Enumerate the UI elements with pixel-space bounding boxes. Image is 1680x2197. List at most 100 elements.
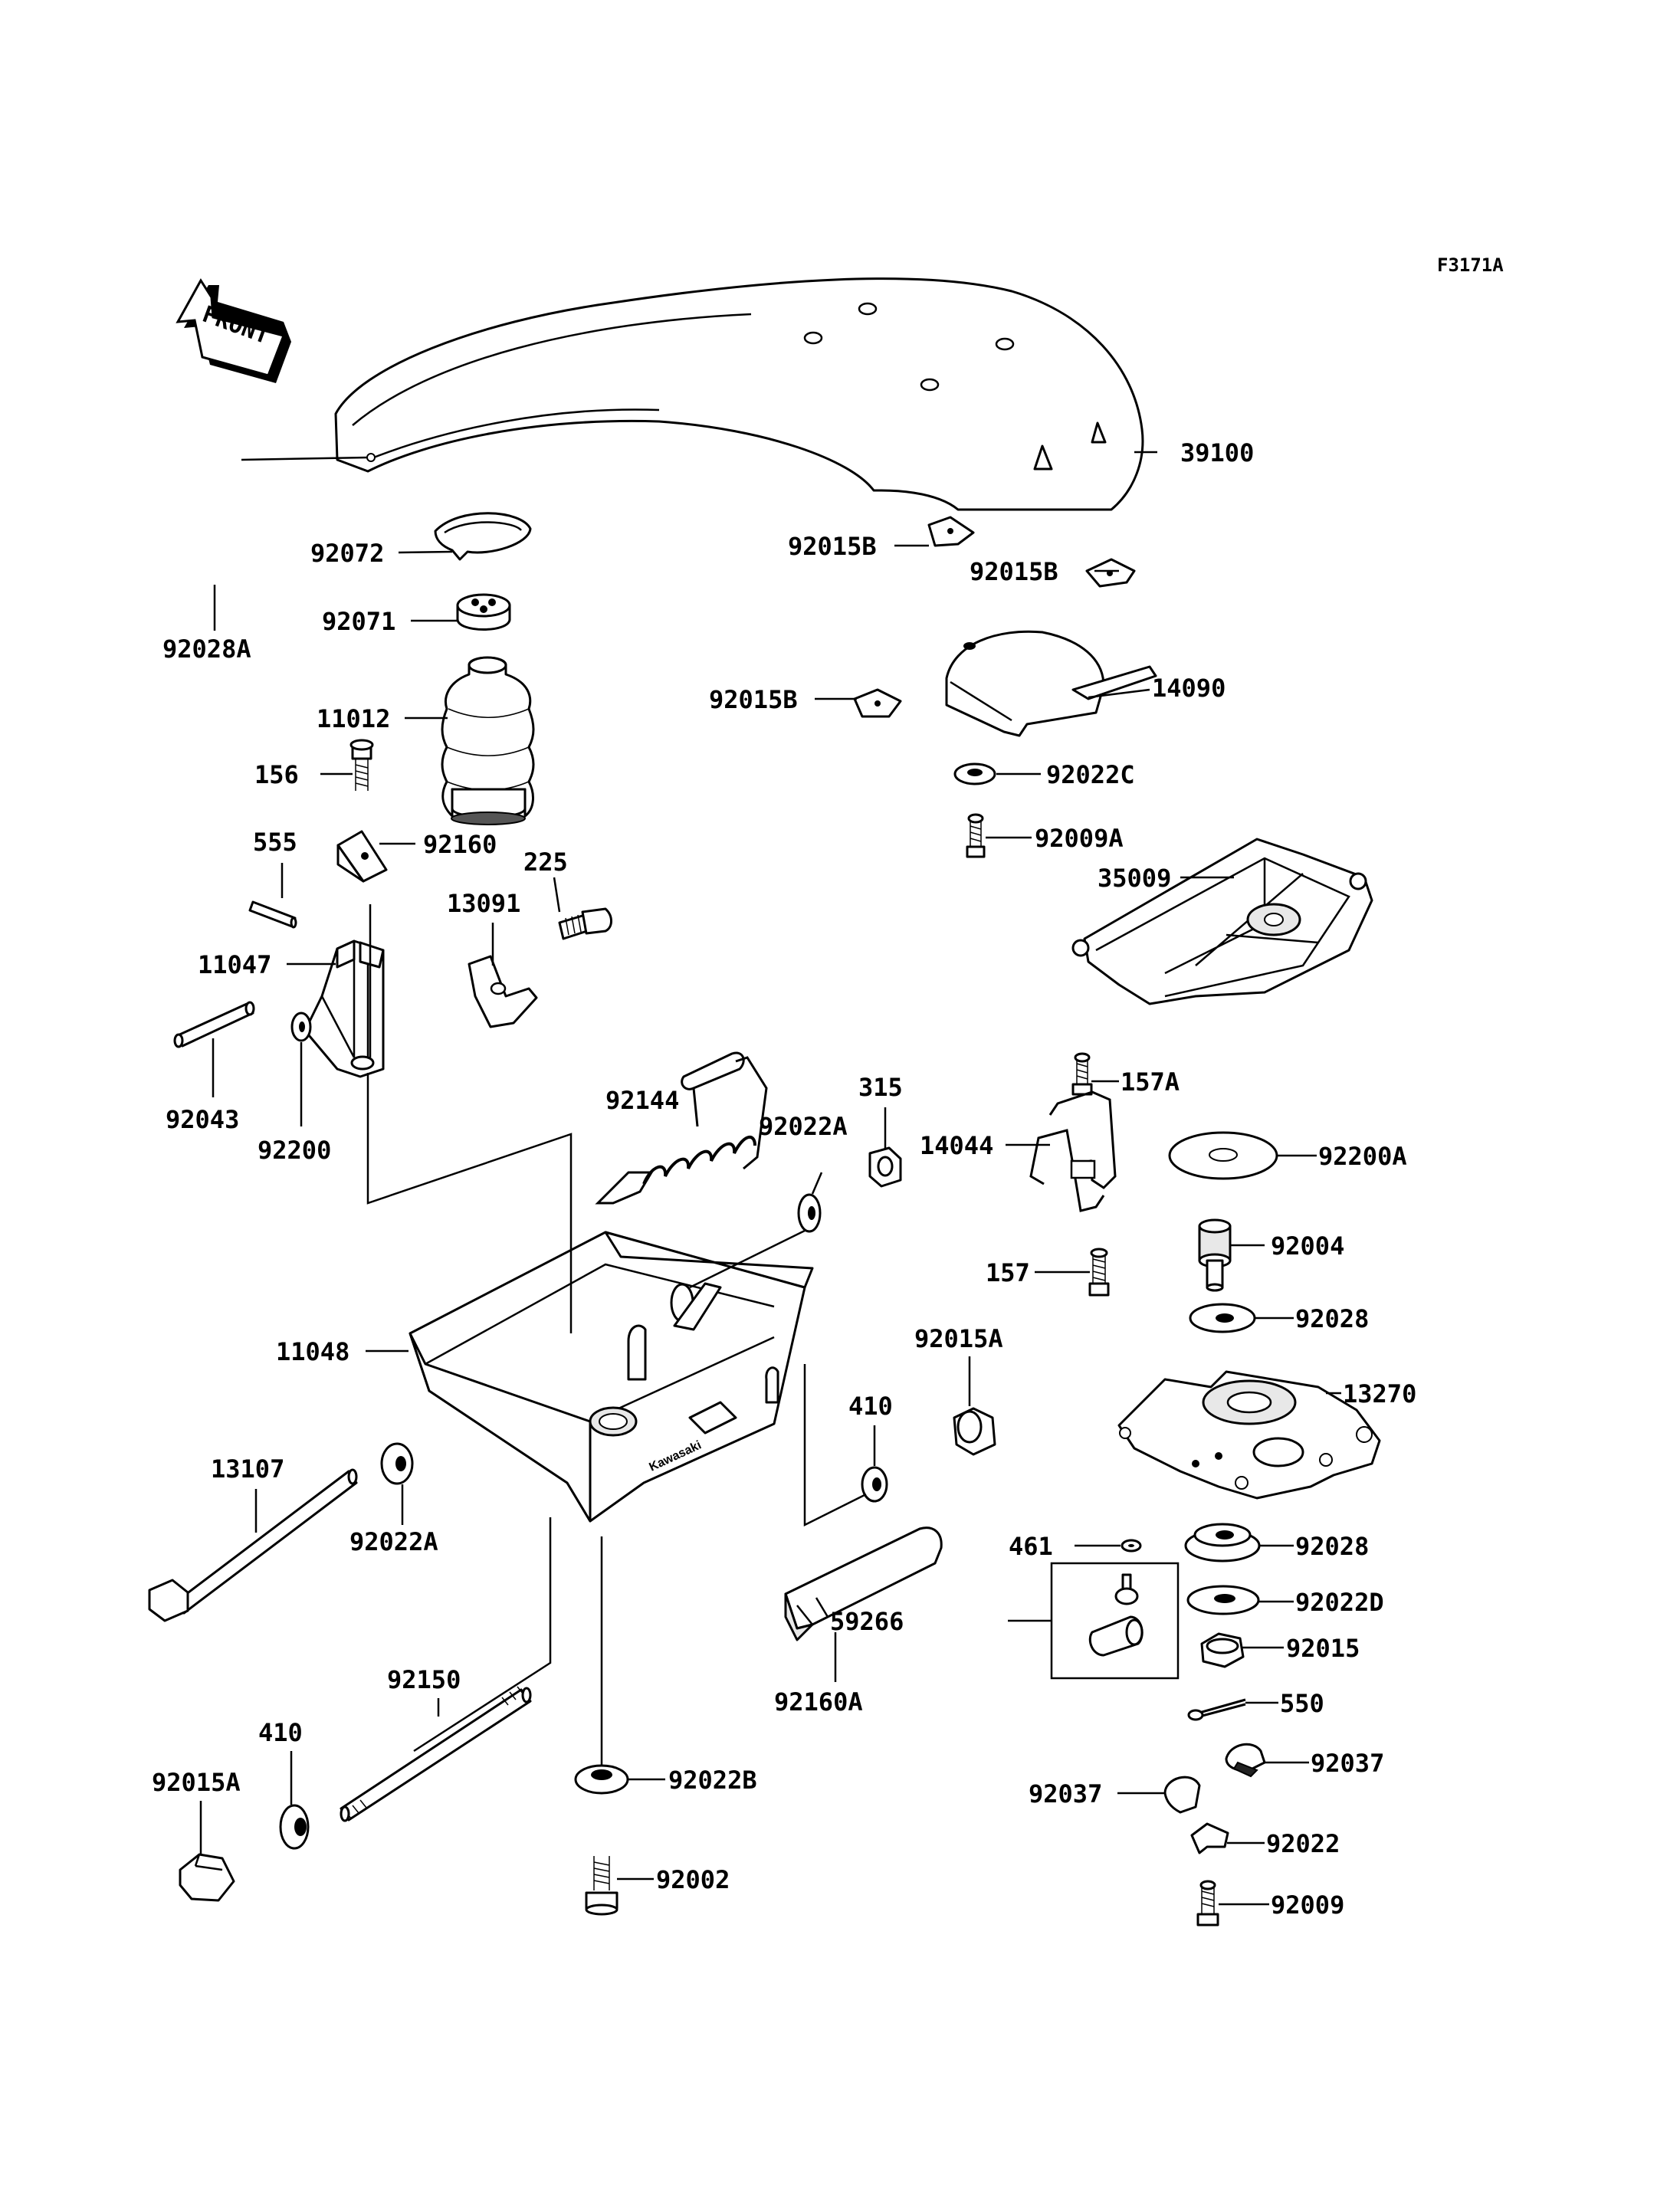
leader-lines (199, 451, 1341, 1906)
callout-label: 92015A (914, 1324, 1003, 1353)
part-92015B-1 (927, 516, 975, 547)
callout-label: 92022 (1266, 1829, 1340, 1858)
part-92022A-left (380, 1442, 414, 1485)
callout-label: 157A (1121, 1067, 1180, 1097)
part-92022 (1190, 1822, 1229, 1854)
callout-label: 92022A (759, 1112, 848, 1141)
part-555 (248, 900, 297, 929)
part-92022A-top (797, 1193, 822, 1233)
callout-label: 92150 (387, 1665, 461, 1694)
part-11012 (441, 656, 535, 825)
part-92028-2 (1184, 1523, 1261, 1562)
callout-label: 92015B (709, 685, 798, 714)
part-92015B-2 (1085, 558, 1136, 588)
part-225 (558, 907, 612, 940)
part-11047 (304, 939, 385, 1078)
part-14090 (945, 630, 1157, 737)
part-92150 (340, 1686, 532, 1822)
part-410-left (279, 1804, 310, 1850)
part-92144 (595, 1051, 768, 1205)
part-92015B-3 (853, 688, 902, 718)
callout-label: 92037 (1311, 1749, 1384, 1778)
callout-label: 92028A (162, 635, 251, 664)
part-13107 (148, 1468, 358, 1622)
part-92037-2 (1163, 1776, 1201, 1814)
callout-label: 157 (986, 1258, 1030, 1287)
part-92043 (173, 1001, 255, 1048)
part-157A (1071, 1052, 1093, 1096)
part-92072 (434, 512, 532, 561)
part-14044 (1029, 1090, 1117, 1212)
callout-label: 92009 (1271, 1890, 1344, 1920)
part-92160 (336, 830, 388, 883)
part-92022C (953, 762, 996, 785)
callout-label: 13107 (211, 1454, 284, 1484)
part-461 (1121, 1539, 1142, 1553)
callouts: 39100 92072 92028A 92071 11012 156 555 9… (152, 438, 1416, 1920)
part-13091 (468, 955, 538, 1028)
part-13270 (1117, 1370, 1381, 1500)
part-92015 (1200, 1632, 1245, 1668)
callout-label: 92022D (1295, 1588, 1384, 1617)
callout-label: 92028 (1295, 1304, 1369, 1333)
part-59266 (1050, 1562, 1180, 1680)
part-11048: Kawasaki (409, 1231, 814, 1523)
callout-label: 92004 (1271, 1231, 1344, 1261)
part-92028-1 (1189, 1303, 1256, 1333)
part-92004 (1198, 1218, 1232, 1292)
part-39100 (334, 277, 1144, 511)
part-315 (868, 1146, 902, 1188)
callout-label: 92009A (1035, 824, 1124, 853)
callout-label: 92015B (970, 557, 1058, 586)
part-157 (1088, 1248, 1110, 1297)
callout-label: 555 (253, 828, 297, 857)
callout-label: 92015B (788, 532, 877, 561)
part-92015A-left (179, 1853, 235, 1902)
callout-label: 92071 (322, 607, 395, 636)
callout-label: 92015A (152, 1768, 241, 1797)
callout-label: 92200A (1318, 1142, 1407, 1171)
callout-label: 92200 (258, 1136, 331, 1165)
callout-label: 35009 (1098, 864, 1171, 893)
callout-label: 92022A (349, 1527, 438, 1556)
callout-label: 92072 (310, 539, 384, 568)
part-92022D (1186, 1585, 1260, 1615)
callout-label: 92015 (1286, 1634, 1360, 1663)
part-410-right (861, 1466, 888, 1503)
callout-label: 92037 (1029, 1779, 1102, 1808)
callout-label: 11048 (276, 1337, 349, 1366)
callout-label: 92022C (1046, 760, 1135, 789)
callout-label: 92002 (656, 1865, 730, 1894)
assembly-lines (241, 456, 867, 1766)
part-92071 (456, 593, 511, 631)
figure-code: F3171A (1437, 254, 1504, 276)
callout-label: 92028 (1295, 1532, 1369, 1561)
callout-label: 39100 (1180, 438, 1254, 467)
callout-label: 13270 (1343, 1379, 1416, 1408)
part-92160A (784, 1526, 943, 1641)
callout-label: 410 (848, 1392, 893, 1421)
callout-label: 92043 (166, 1105, 239, 1134)
part-92002 (585, 1856, 619, 1916)
callout-label: 14090 (1152, 674, 1226, 703)
callout-label: 461 (1009, 1532, 1053, 1561)
callout-label: 315 (858, 1073, 903, 1102)
part-550 (1187, 1698, 1246, 1721)
callout-label: 156 (254, 760, 299, 789)
callout-label: 92160A (774, 1687, 863, 1717)
callout-label: 92144 (605, 1086, 679, 1115)
part-92022B (574, 1764, 629, 1795)
callout-label: 410 (258, 1718, 303, 1747)
callout-label: 92022B (668, 1766, 757, 1795)
part-92009A (966, 813, 986, 858)
part-156 (349, 739, 374, 791)
callout-label: 13091 (447, 889, 520, 918)
callout-label: 550 (1280, 1689, 1324, 1718)
part-92200A (1168, 1131, 1278, 1180)
part-92015A-right (953, 1407, 996, 1456)
callout-label: 59266 (830, 1607, 904, 1636)
part-92037-1 (1225, 1743, 1266, 1778)
callout-label: 225 (523, 848, 568, 877)
part-92200 (290, 1012, 312, 1042)
